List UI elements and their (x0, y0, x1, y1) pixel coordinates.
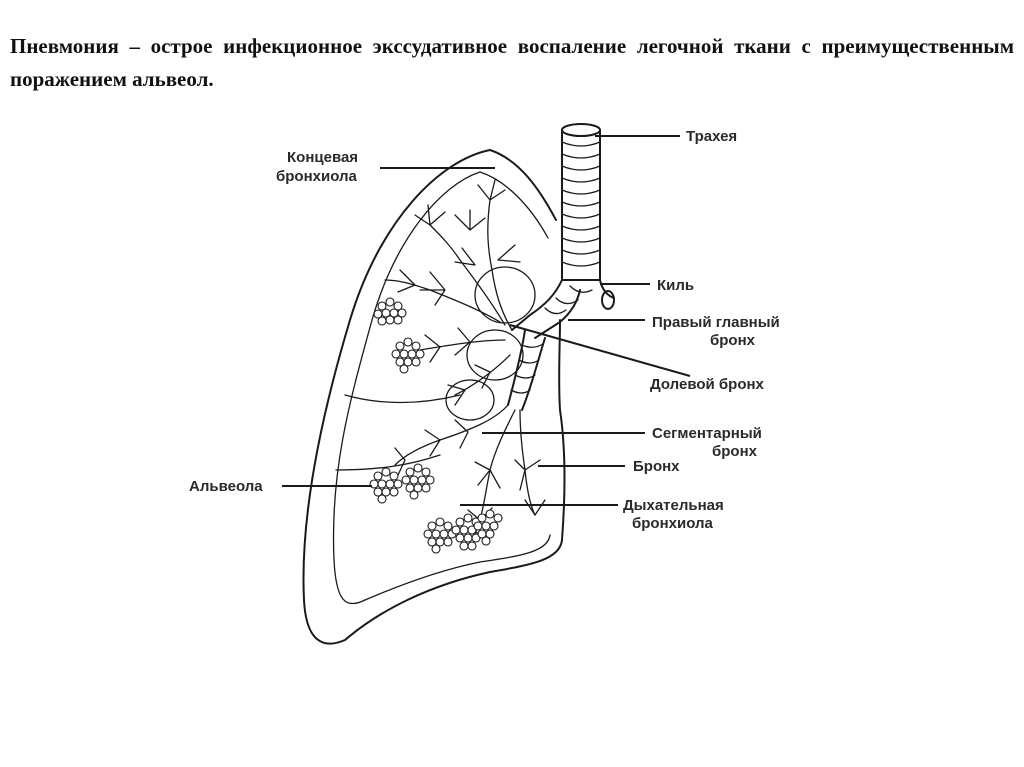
label-segmental-bronchus-line1: Сегментарный (652, 425, 762, 442)
slide-caption: Пневмония – острое инфекционное экссудат… (10, 34, 1014, 91)
label-segmental-bronchus-line2: бронх (712, 443, 758, 460)
label-respiratory-bronchiole-line1: Дыхательная (623, 497, 724, 514)
label-main-bronchus-line2: бронх (710, 332, 756, 349)
pleura-inner-outline (332, 171, 551, 605)
leader-lobar-bronchus (509, 324, 691, 377)
label-main-bronchus-line1: Правый главный (652, 314, 780, 331)
alveolar-cluster-5 (423, 517, 457, 554)
trachea (561, 123, 601, 281)
alveolar-cluster-7 (473, 509, 503, 546)
label-terminal-bronchiole-line1: Концевая (287, 149, 358, 166)
alveolar-cluster-3 (369, 467, 403, 504)
main-bronchi (511, 279, 615, 339)
label-terminal-bronchiole-line2: бронхиола (276, 168, 358, 185)
lung-fissure-upper (344, 394, 461, 404)
lung-fissure-lower (335, 454, 441, 471)
lung-lobule-shapes (445, 266, 536, 421)
label-alveolus: Альвеола (189, 478, 263, 495)
alveolar-cluster-1 (373, 297, 407, 326)
label-bronchus: Бронх (633, 458, 680, 475)
label-lobar-bronchus: Долевой бронх (650, 376, 765, 393)
lung-outline (302, 149, 566, 645)
label-trachea: Трахея (686, 128, 737, 145)
label-respiratory-bronchiole-line2: бронхиола (632, 515, 714, 532)
alveolar-cluster-2 (391, 337, 425, 374)
lobar-bronchus (507, 329, 546, 411)
alveolar-cluster-4 (401, 463, 435, 500)
label-carina: Киль (657, 277, 694, 294)
